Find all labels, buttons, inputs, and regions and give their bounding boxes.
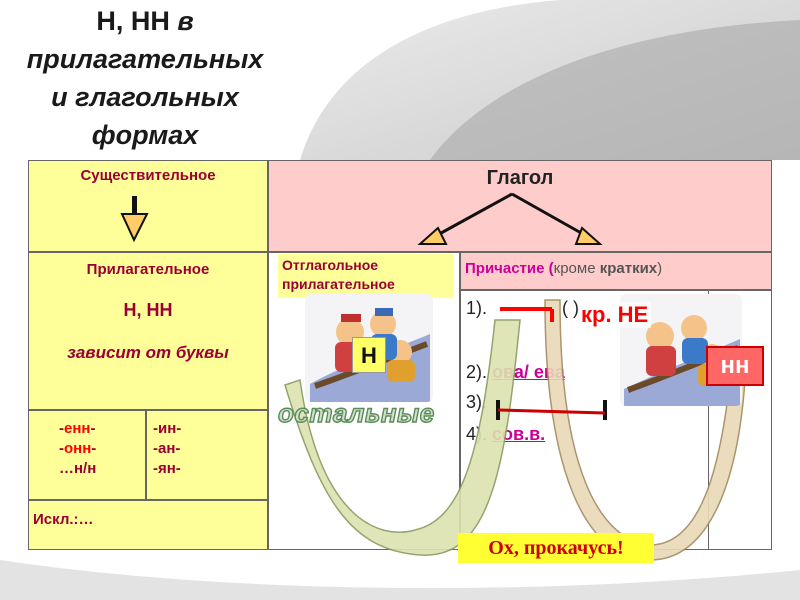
n-badge: Н (352, 337, 386, 373)
rule-3-num: 3). (466, 392, 488, 412)
verbal-adj-line-2: прилагательное (282, 276, 395, 292)
suffix-left-cell: -енн- -онн- …н/н (28, 410, 146, 500)
participle-short: кратких (599, 260, 658, 277)
rule-3: 3). (466, 392, 487, 413)
rest-label: остальные (277, 397, 435, 428)
rule-4-num: 4). (466, 424, 488, 444)
title-line-3: и глагольных (51, 82, 239, 112)
suffix-enn: -енн- (59, 420, 96, 437)
title-line-4: формах (91, 120, 199, 150)
rule-1-paren: ( ) (562, 298, 580, 318)
rolling-caption: Ох, прокачусь! (458, 533, 654, 563)
title-line-1: Н, НН (96, 6, 178, 36)
rule-4-value: сов.в. (492, 424, 546, 444)
participle-header: Причастие (кроме кратких) (460, 252, 772, 290)
adjective-cell: Прилагательное Н, НН зависит от буквы (28, 252, 268, 410)
exceptions-label: Искл.:… (33, 511, 94, 528)
rule-2: 2). ова/ ева (466, 362, 565, 383)
title-line-2: прилагательных (26, 44, 264, 74)
suffix-yan: -ян- (153, 460, 181, 477)
participle-except: кроме (553, 260, 600, 277)
short-not-badge: кр. НЕ (578, 302, 652, 328)
nn-badge: нн (706, 346, 764, 386)
rule-1-num: 1). (466, 298, 488, 318)
verbal-adj-line-1: Отглагольное (282, 257, 379, 273)
title-line-1-italic: в (177, 6, 194, 36)
adjective-label: Прилагательное (86, 261, 210, 278)
suffix-an: -ан- (153, 440, 181, 457)
participle-close: ) (657, 260, 663, 277)
depends-on-letter: зависит от буквы (67, 343, 229, 362)
rule-1: 1). ( ) (466, 298, 579, 319)
suffix-right-cell: -ин- -ан- -ян- (146, 410, 268, 500)
verb-cell: Глагол (268, 160, 772, 252)
rule-4: 4). сов.в. (466, 424, 545, 445)
page-title: Н, НН в прилагательных и глагольных форм… (10, 2, 280, 154)
rule-2-value: ова/ ева (492, 362, 565, 382)
suffix-onn: -онн- (59, 440, 97, 457)
suffix-in: -ин- (153, 420, 182, 437)
exceptions-cell: Искл.:… (28, 500, 268, 550)
verb-label: Глагол (486, 167, 554, 189)
adjective-n-nn: Н, НН (123, 300, 173, 320)
suffix-n-n: …н/н (59, 460, 97, 477)
participle-label: Причастие ( (465, 260, 554, 277)
rule-2-num: 2). (466, 362, 488, 382)
noun-cell: Существительное (28, 160, 268, 252)
verbal-adjective-label: Отглагольное прилагательное (278, 254, 454, 298)
noun-label: Существительное (80, 167, 216, 184)
